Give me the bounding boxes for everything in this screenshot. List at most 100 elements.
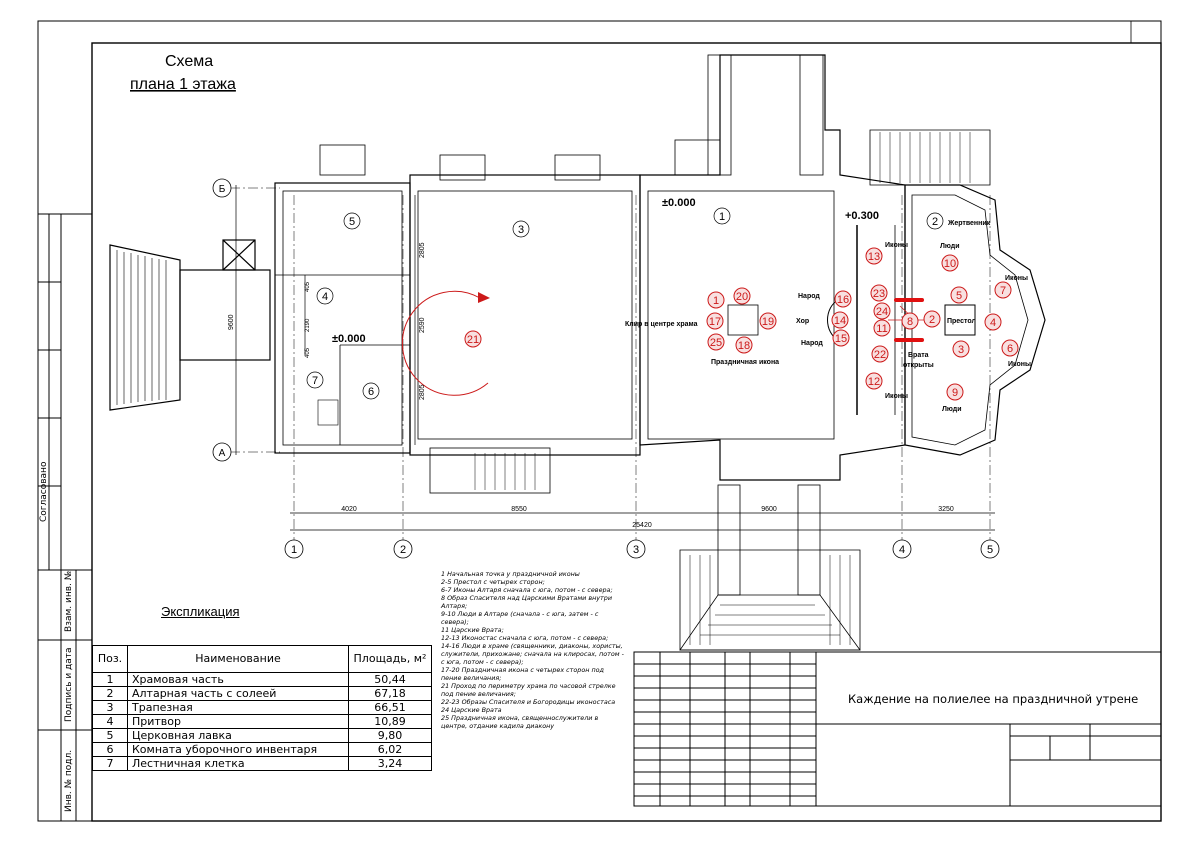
- level-porch: ±0.000: [332, 333, 366, 345]
- cell-name: Комната уборочного инвентаря: [127, 742, 349, 757]
- cell-area: 3,24: [348, 756, 432, 771]
- title-line2: плана 1 этажа: [130, 76, 236, 93]
- marker-circle-1: [707, 291, 725, 309]
- marker-circle-7: [994, 281, 1012, 299]
- marker-label-7: 7: [1000, 285, 1006, 297]
- label-icons-left-top: Иконы: [885, 242, 908, 249]
- marker-circle-20: [733, 287, 751, 305]
- left-sidebar: [38, 213, 92, 821]
- stamp-title: Каждение на полиелее на праздничной утре…: [848, 692, 1139, 706]
- marker-label-21: 21: [467, 334, 479, 346]
- sidebar-soglasovano: Согласовано: [39, 461, 49, 522]
- cell-pos: 2: [92, 686, 128, 701]
- room-number-3: 3: [518, 224, 524, 236]
- sidebar-inv: Инв. № подл.: [64, 749, 74, 812]
- label-prestol: Престол: [947, 318, 976, 325]
- cell-pos: 4: [92, 714, 128, 729]
- marker-circle-16: [834, 290, 852, 308]
- axis-lines: [230, 187, 991, 540]
- note-item: 24 Царские Врата: [441, 706, 502, 714]
- marker-circle-3: [952, 340, 970, 358]
- axis-label-3: 3: [633, 544, 639, 556]
- note-item: 12-13 Иконостас сначала с юга, потом - с…: [441, 634, 609, 642]
- note-item: 25 Праздничная икона, священнослужители …: [441, 714, 599, 730]
- dim-9600-vertical: 9600: [228, 314, 235, 330]
- sidebar-podpis: Подпись и дата: [64, 647, 74, 722]
- cell-name: Церковная лавка: [127, 728, 349, 743]
- note-item: 17-20 Праздничная икона с четырех сторон…: [441, 666, 604, 682]
- cell-name: Трапезная: [127, 700, 349, 715]
- label-vrata: Врата: [908, 352, 929, 359]
- label-khor: Хор: [796, 318, 809, 325]
- room-number-7: 7: [312, 375, 318, 387]
- marker-circle-24: [873, 302, 891, 320]
- marker-label-17: 17: [709, 316, 721, 328]
- dim-2805-bottom: 2805: [419, 384, 426, 400]
- label-narod-bottom: Народ: [801, 340, 823, 347]
- marker-circle-21: [464, 330, 482, 348]
- marker-label-8: 8: [907, 316, 913, 328]
- dim-9600: 9600: [761, 506, 777, 513]
- explication-title: Экспликация: [161, 604, 240, 619]
- room-number-6: 6: [368, 386, 374, 398]
- label-otkryty: открыты: [903, 362, 934, 369]
- marker-label-16: 16: [837, 294, 849, 306]
- marker-label-14: 14: [834, 315, 846, 327]
- room-number-5: 5: [349, 216, 355, 228]
- marker-circle-11: [873, 319, 891, 337]
- title-block: [633, 651, 1162, 807]
- marker-circle-8: [901, 312, 919, 330]
- dim-total: 25420: [632, 522, 652, 529]
- room-number-4: 4: [322, 291, 328, 303]
- room-circles: [306, 207, 944, 400]
- cell-name: Храмовая часть: [127, 672, 349, 687]
- marker-circle-13: [865, 247, 883, 265]
- marker-layer: 1234567891011121314151617181920212223242…: [464, 247, 1019, 401]
- marker-circle-10: [941, 254, 959, 272]
- marker-label-2: 2: [929, 314, 935, 326]
- building-walls: [109, 54, 1046, 651]
- marker-circle-17: [706, 312, 724, 330]
- marker-label-5: 5: [956, 290, 962, 302]
- marker-label-10: 10: [944, 258, 956, 270]
- cell-pos: 7: [92, 756, 128, 771]
- perimeter-arrow: [401, 290, 489, 396]
- cell-name: Притвор: [127, 714, 349, 729]
- royal-gates: [894, 298, 924, 342]
- dim-2190: 2190: [305, 318, 311, 332]
- cell-name: Алтарная часть с солеей: [127, 686, 349, 701]
- dim-8550: 8550: [511, 506, 527, 513]
- note-item: 9-10 Люди в Алтаре (сначала - с юга, зат…: [441, 610, 599, 626]
- axis-label-5: 5: [987, 544, 993, 556]
- marker-label-13: 13: [868, 251, 880, 263]
- label-icons-apse-bottom: Иконы: [1008, 361, 1031, 368]
- note-item: 14-16 Люди в храме (священники, диаконы,…: [441, 642, 624, 666]
- label-icons-apse-top: Иконы: [1005, 275, 1028, 282]
- note-item: 1 Начальная точка у праздничной иконы: [441, 570, 580, 578]
- marker-label-3: 3: [958, 344, 964, 356]
- dim-3250: 3250: [938, 506, 954, 513]
- label-prazdnichnaya: Праздничная икона: [711, 359, 779, 366]
- marker-label-4: 4: [990, 317, 996, 329]
- marker-circle-5: [950, 286, 968, 304]
- dimension-lines: [235, 185, 995, 531]
- axis-label-b: Б: [219, 184, 226, 195]
- axis-label-2: 2: [400, 544, 406, 556]
- marker-circle-15: [832, 329, 850, 347]
- marker-circle-14: [831, 311, 849, 329]
- marker-label-12: 12: [868, 376, 880, 388]
- note-item: 6-7 Иконы Алтаря сначала с юга, потом - …: [441, 586, 613, 594]
- label-icons-left-bottom: Иконы: [885, 393, 908, 400]
- perimeter-arrowhead: [478, 292, 490, 303]
- table-header-row: Поз. Наименование Площадь, м²: [92, 645, 432, 673]
- marker-circle-9: [946, 383, 964, 401]
- dim-405-bottom: 405: [305, 347, 311, 358]
- label-people-bottom: Люди: [942, 406, 962, 413]
- marker-label-24: 24: [876, 306, 888, 318]
- col-header-area: Площадь, м²: [348, 645, 432, 673]
